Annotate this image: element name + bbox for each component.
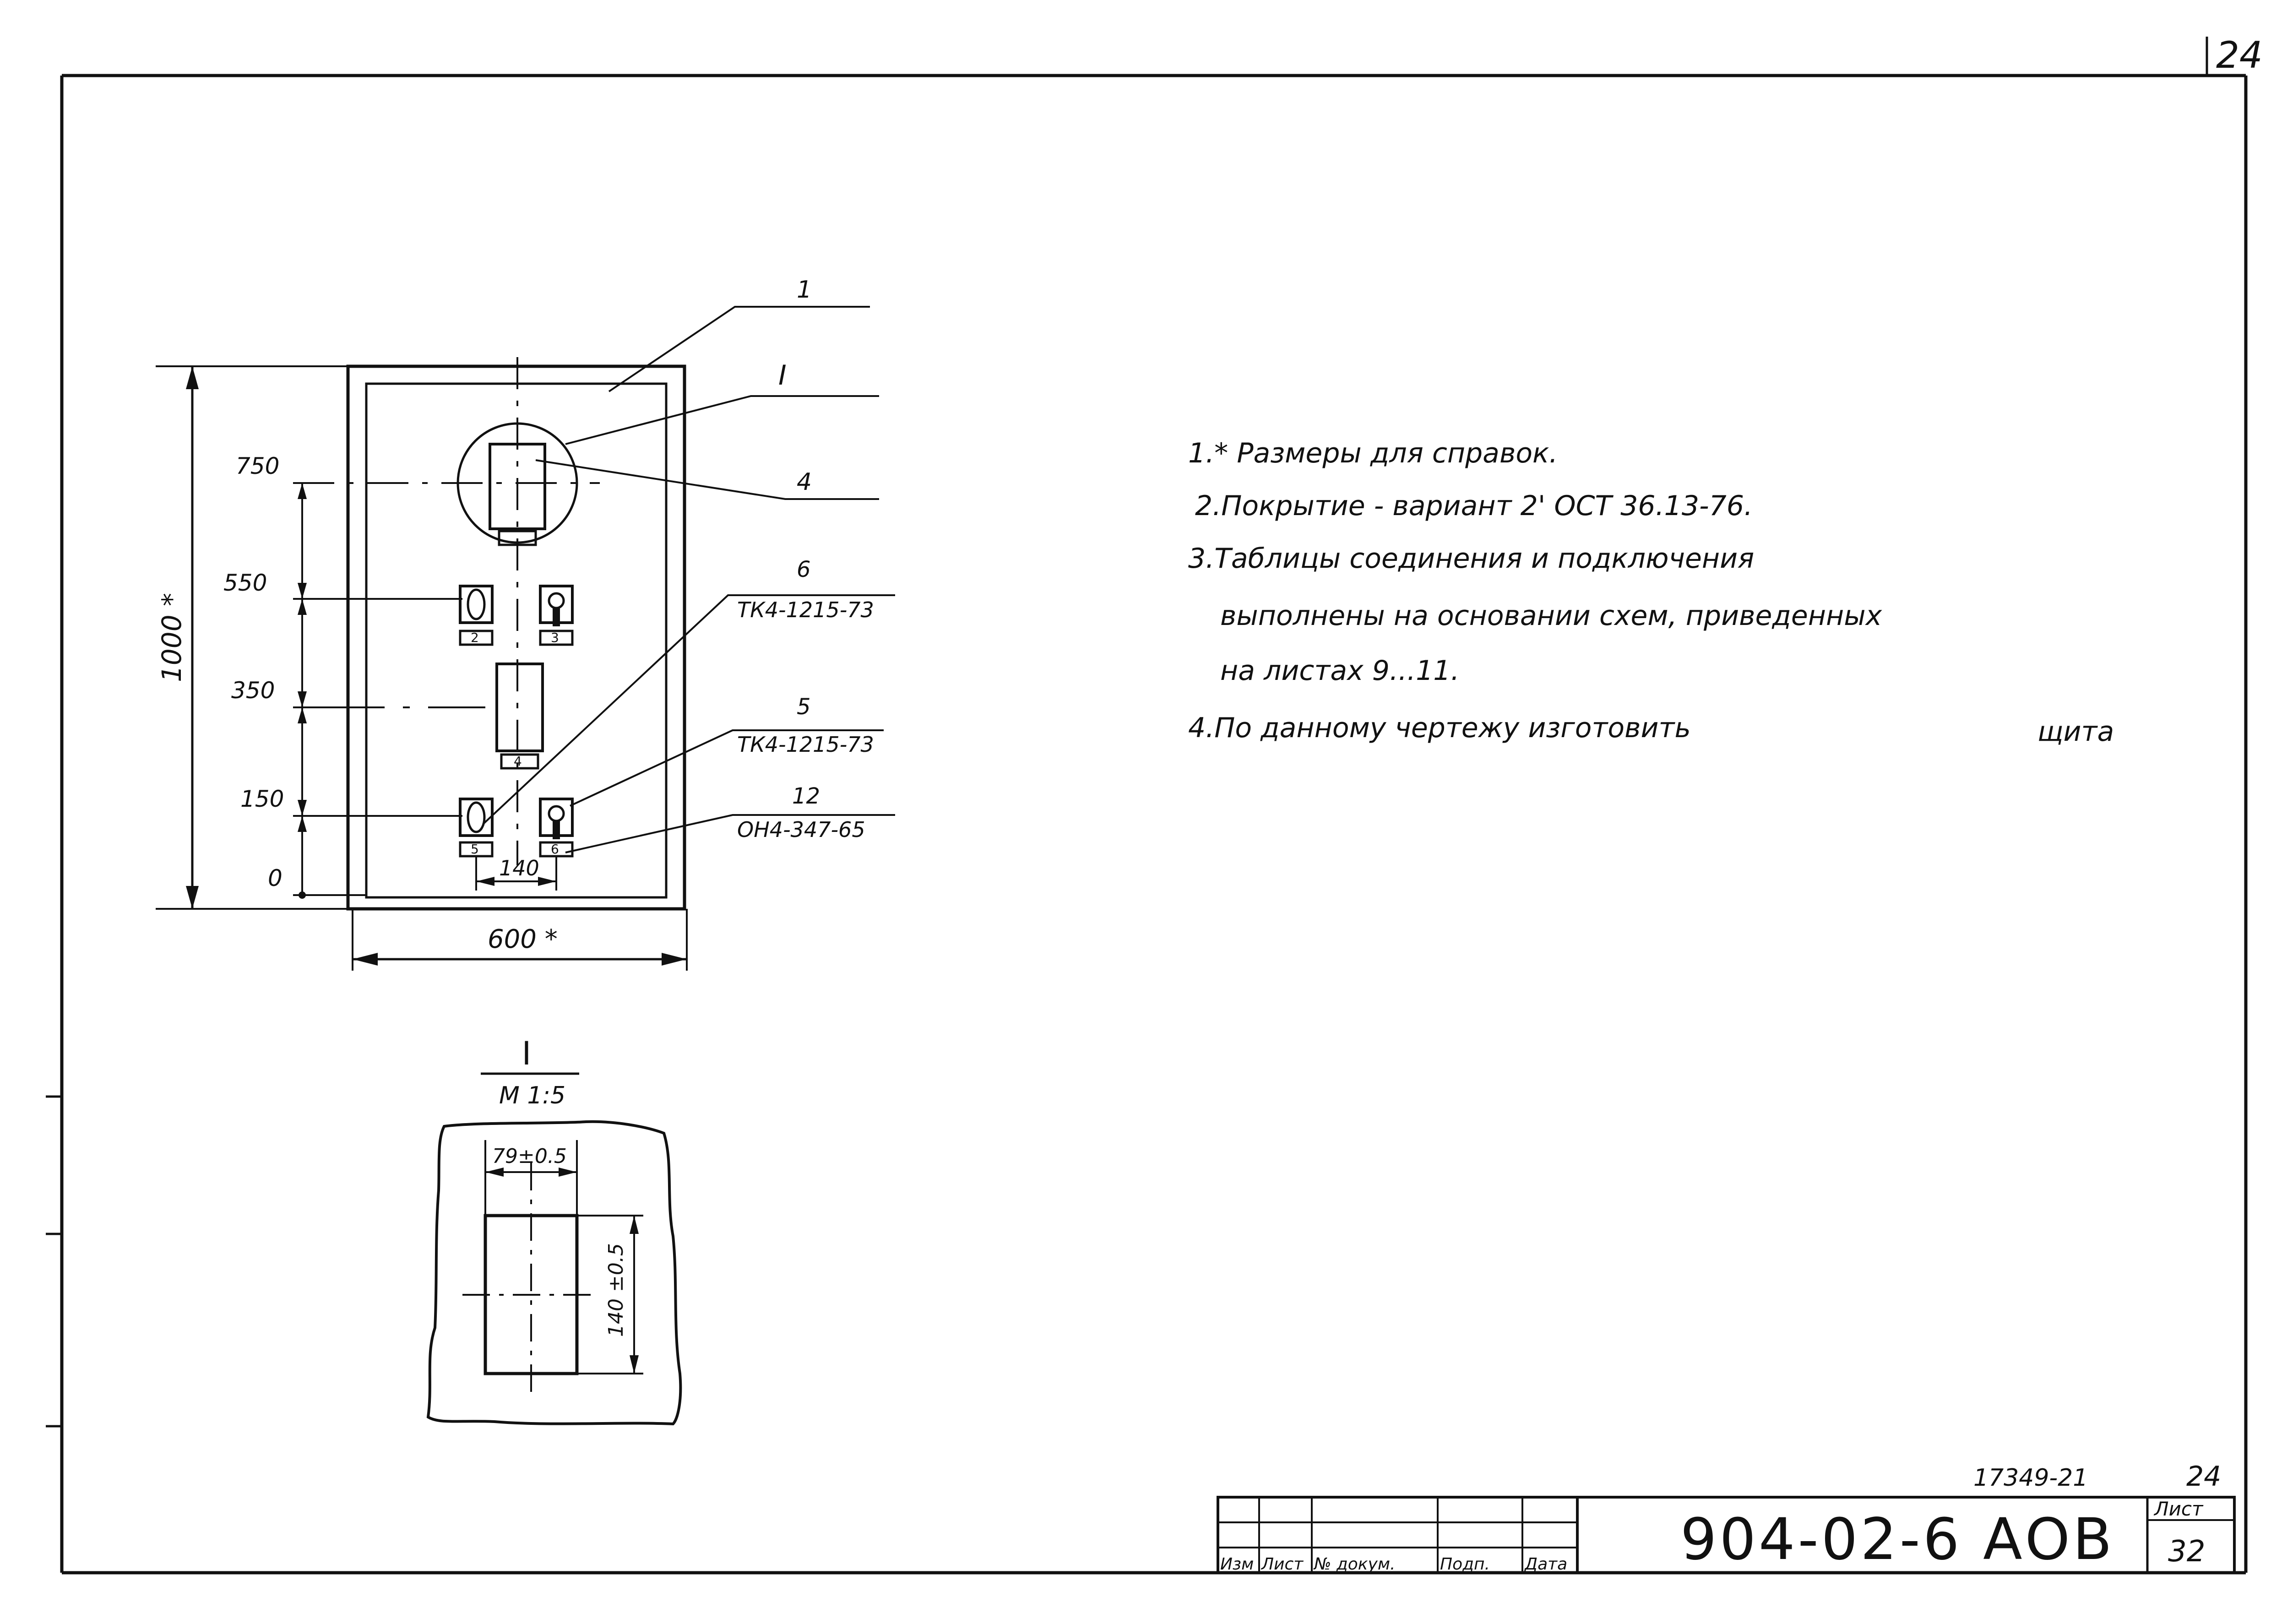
note-3-sheets: на листах 9...11.: [1220, 655, 1460, 687]
note-4-end: щита: [2037, 716, 2114, 748]
signal-lamp-5: [459, 798, 494, 837]
leader-label-12: 12: [792, 783, 820, 809]
leader-label-6: 6: [797, 557, 811, 582]
leader-code-12: ОН4-347-65: [737, 817, 865, 842]
nameplate-label: 3: [551, 630, 559, 645]
leader-code-5: ТК4-1215-73: [737, 732, 874, 757]
leader-label-5: 5: [797, 694, 811, 720]
column-list: Лист: [1260, 1555, 1304, 1574]
corner-number: 24: [2186, 1461, 2221, 1493]
column-sign: Подп.: [1440, 1555, 1490, 1574]
level-550: 550: [223, 570, 267, 596]
column-date: Дата: [1524, 1555, 1567, 1574]
instrument-4: [489, 443, 546, 530]
instrument-block-350: [495, 663, 544, 752]
dim-spacing: 140: [499, 856, 539, 880]
detail-break-outline: [426, 1120, 682, 1426]
leader-label-detail-i: I: [778, 359, 787, 391]
column-izm: Изм: [1220, 1555, 1254, 1574]
level-0: 0: [268, 865, 283, 891]
note-3-cont: выполнены на основании схем, приведенных: [1220, 600, 1882, 632]
leader-code-6: ТК4-1215-73: [737, 597, 874, 622]
note-1: 1.* Размеры для справок.: [1188, 437, 1558, 469]
title-block: 17349-21 24 Изм Лист № докум. Подп. Дата…: [1217, 1461, 2236, 1574]
notes: 1.* Размеры для справок. 2.Покрытие - ва…: [1188, 437, 2114, 748]
panel-view: 2 3 4 5 6 1000 * 750 550 350 150 0 140: [156, 276, 895, 971]
dim-width: 600 *: [488, 924, 558, 954]
note-4: 4.По данному чертежу изготовить: [1188, 712, 1691, 744]
sheet-label: Лист: [2153, 1498, 2204, 1520]
nameplate-label: 5: [471, 842, 479, 857]
document-designation: 904-02-6 АОВ: [1680, 1506, 2115, 1573]
detail-i-circle: [456, 422, 578, 544]
detail-dim-width: 79±0.5: [492, 1145, 567, 1168]
detail-title: I: [522, 1035, 532, 1072]
note-2: 2.Покрытие - вариант 2' ОСТ 36.13-76.: [1195, 490, 1753, 522]
detail-i: I М 1:5 79±0.5 140 ±0.5: [426, 1035, 682, 1426]
sheet-number: 32: [2168, 1535, 2205, 1569]
signal-lamp-2: [459, 585, 494, 624]
dim-height: 1000 *: [156, 593, 187, 682]
nameplate-label: 4: [514, 754, 522, 769]
nameplate-label: 2: [471, 630, 479, 645]
detail-dim-height: 140 ±0.5: [604, 1243, 628, 1337]
level-750: 750: [236, 453, 279, 479]
sheet-frame: [46, 37, 2248, 1575]
column-doc: № докум.: [1313, 1555, 1395, 1574]
page-number: 24: [2216, 34, 2263, 76]
note-3: 3.Таблицы соединения и подключения: [1188, 543, 1754, 575]
detail-scale: М 1:5: [499, 1082, 565, 1109]
panel-inner: [365, 382, 668, 899]
level-350: 350: [231, 677, 275, 704]
leader-label-4: 4: [797, 468, 812, 496]
level-150: 150: [240, 786, 284, 812]
leader-label-1: 1: [797, 276, 812, 304]
panel-outer: [346, 364, 686, 911]
nameplate-label: 6: [551, 842, 559, 857]
inventory-number: 17349-21: [1973, 1464, 2088, 1492]
